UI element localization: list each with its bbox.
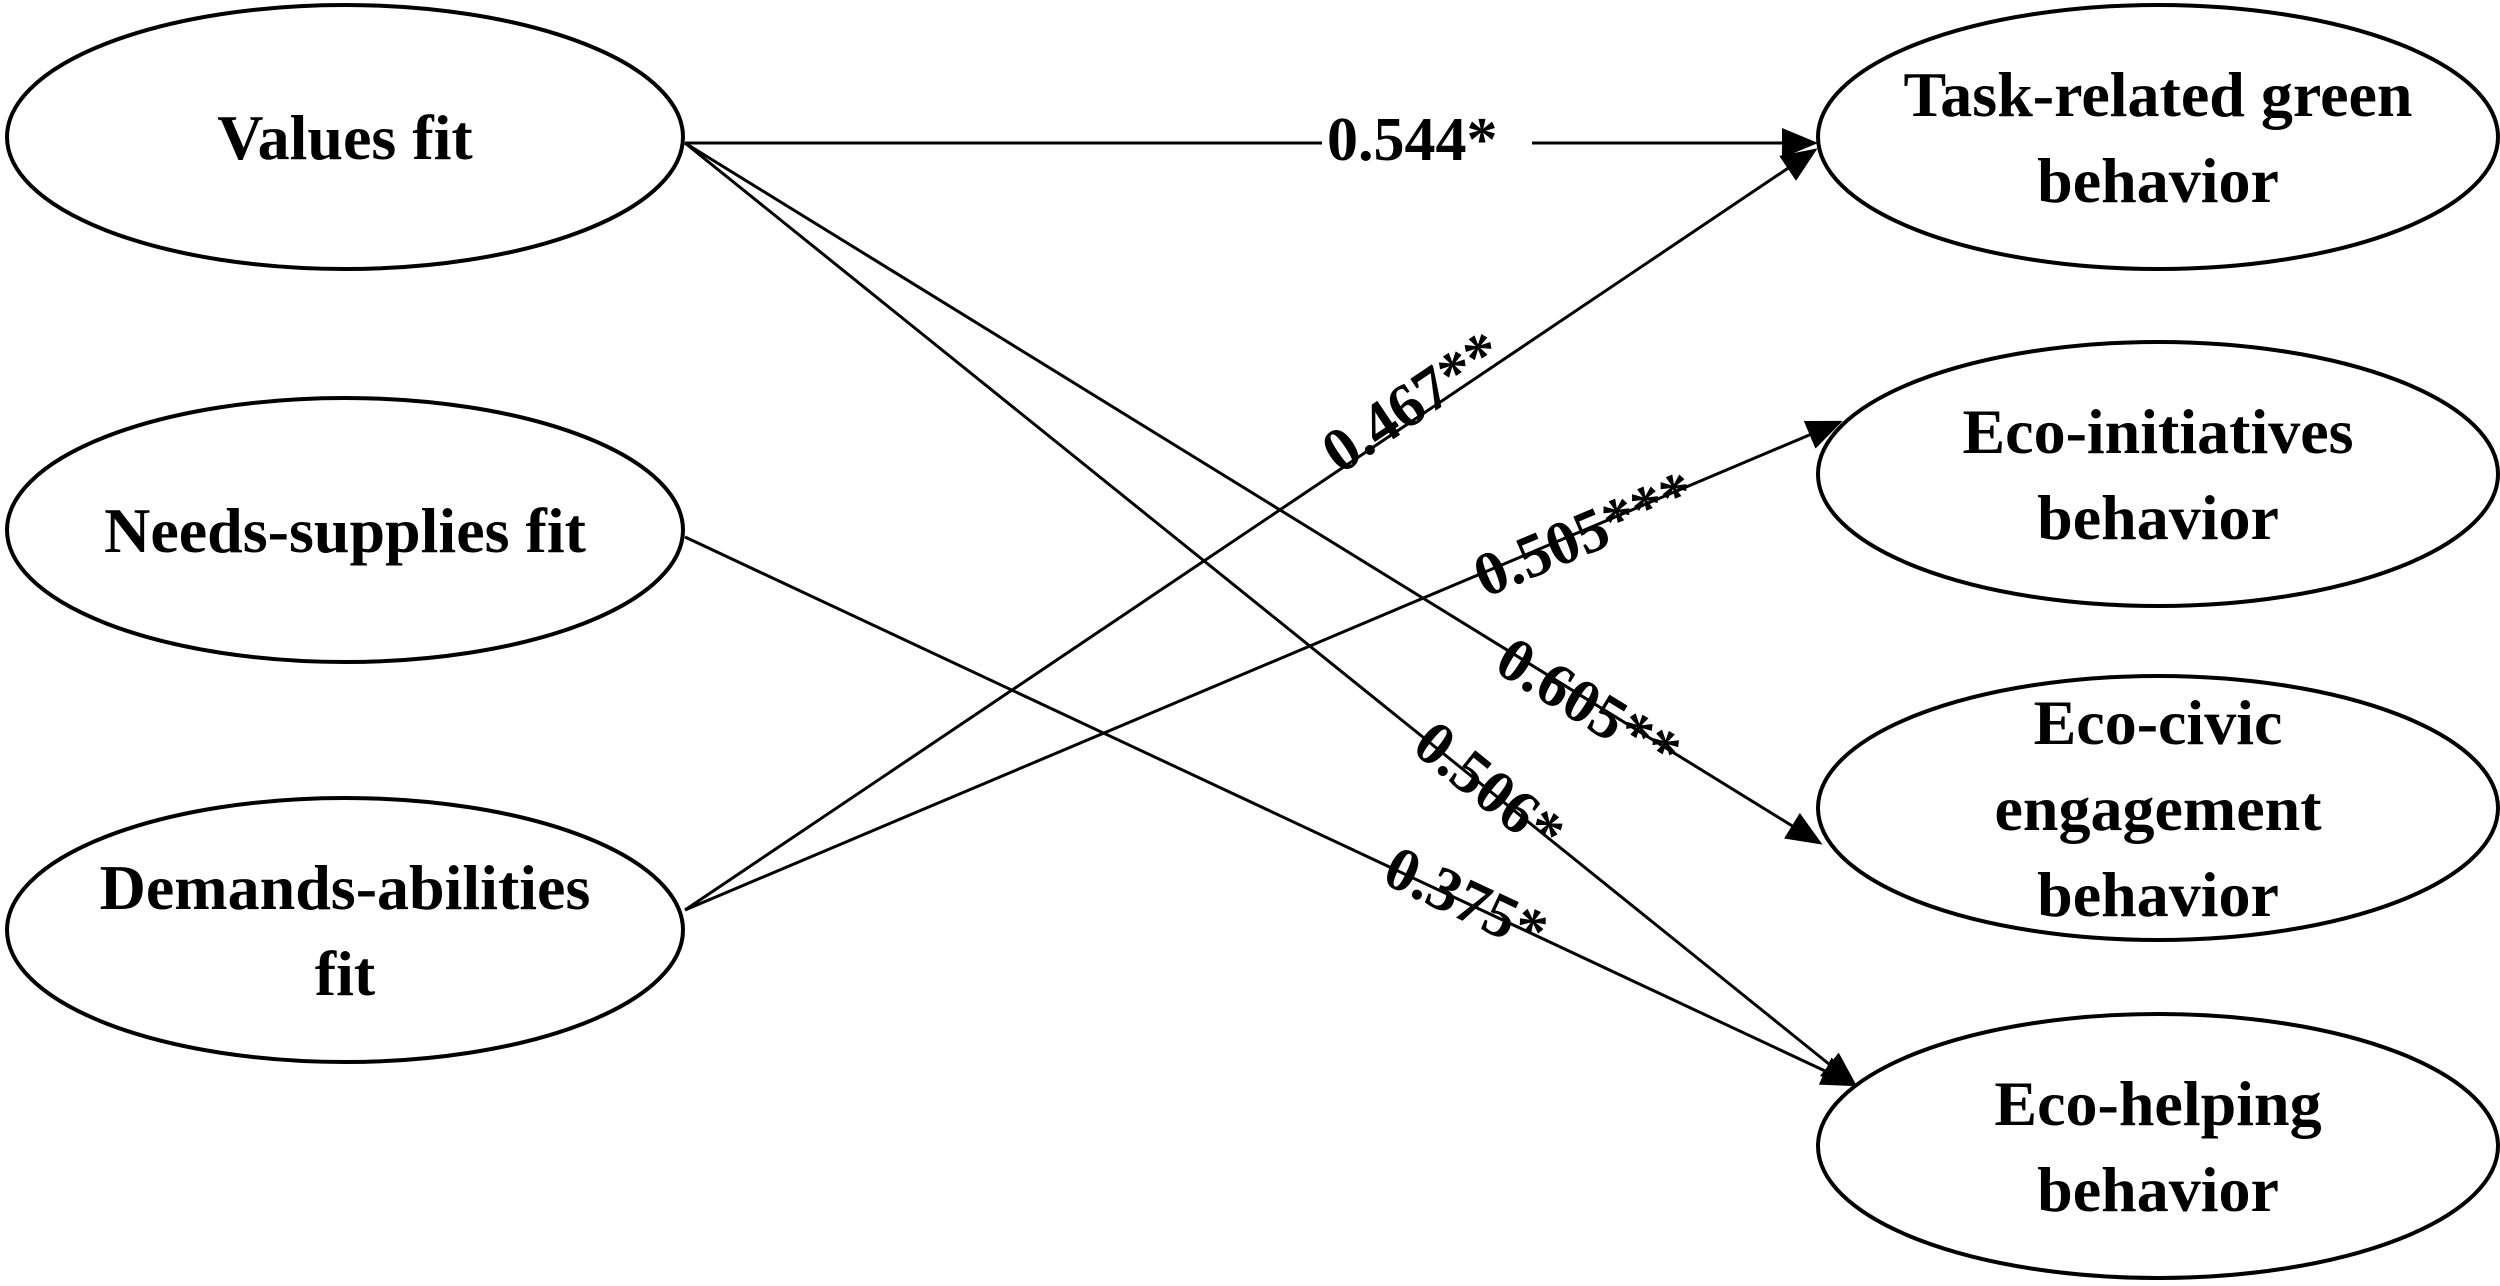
path-arrow-values-to-civic <box>684 141 1823 845</box>
coefficient-labels: 0.544* 0.467** 0.505*** 0.605** 0.506* 0… <box>1310 106 1705 967</box>
node-eco-initiatives-behavior: Eco-initiatives behavior <box>1816 340 2500 608</box>
node-label-line: Task-related green <box>1903 59 2412 130</box>
node-label: Eco-initiatives behavior <box>1962 396 2353 553</box>
node-label-line: Demands-abilities <box>100 852 591 923</box>
coefficient-values-to-civic: 0.605** <box>1485 624 1692 788</box>
path-arrow-demands-to-task <box>684 148 1818 912</box>
coefficient-text: 0.467** <box>1310 318 1515 487</box>
node-label: Values fit <box>217 102 473 173</box>
node-label: Demands-abilities fit <box>100 852 591 1009</box>
coefficient-text: 0.544* <box>1327 106 1498 174</box>
path-arrow-demands-to-initiatives <box>684 420 1843 912</box>
coefficient-text: 0.505*** <box>1464 458 1705 611</box>
node-label-line: fit <box>315 938 376 1009</box>
coefficient-values-to-task: 0.544* <box>1322 106 1532 174</box>
node-eco-civic-engagement-behavior: Eco-civic engagement behavior <box>1816 674 2500 942</box>
node-label-line: Eco-civic <box>2034 687 2283 758</box>
node-label: Task-related green behavior <box>1903 59 2412 216</box>
node-label-line: Eco-initiatives <box>1962 396 2353 467</box>
node-values-fit: Values fit <box>5 3 685 271</box>
coefficient-demands-to-initiatives: 0.505*** <box>1464 458 1705 611</box>
node-label-line: Needs-supplies fit <box>104 495 587 566</box>
coefficient-demands-to-task: 0.467** <box>1310 318 1515 487</box>
node-label-line: behavior <box>2037 859 2279 930</box>
node-label-line: behavior <box>2037 145 2279 216</box>
node-label-line: Eco-helping <box>1994 1068 2321 1139</box>
node-label-line: behavior <box>2037 1154 2279 1225</box>
path-arrow-needs-to-helping <box>684 535 1858 1087</box>
path-lines <box>684 128 1858 1087</box>
node-label-line: engagement <box>1994 773 2322 844</box>
coefficient-text: 0.605** <box>1485 624 1692 788</box>
path-arrow-values-to-helping <box>684 141 1858 1087</box>
node-task-related-green-behavior: Task-related green behavior <box>1816 3 2500 271</box>
node-label: Eco-civic engagement behavior <box>1994 687 2322 930</box>
node-label-line: Values fit <box>217 102 473 173</box>
node-eco-helping-behavior: Eco-helping behavior <box>1816 1012 2500 1280</box>
node-label-line: behavior <box>2037 482 2279 553</box>
node-needs-supplies-fit: Needs-supplies fit <box>5 396 685 664</box>
node-demands-abilities-fit: Demands-abilities fit <box>5 796 685 1064</box>
node-label: Needs-supplies fit <box>104 495 587 566</box>
node-label: Eco-helping behavior <box>1994 1068 2321 1225</box>
